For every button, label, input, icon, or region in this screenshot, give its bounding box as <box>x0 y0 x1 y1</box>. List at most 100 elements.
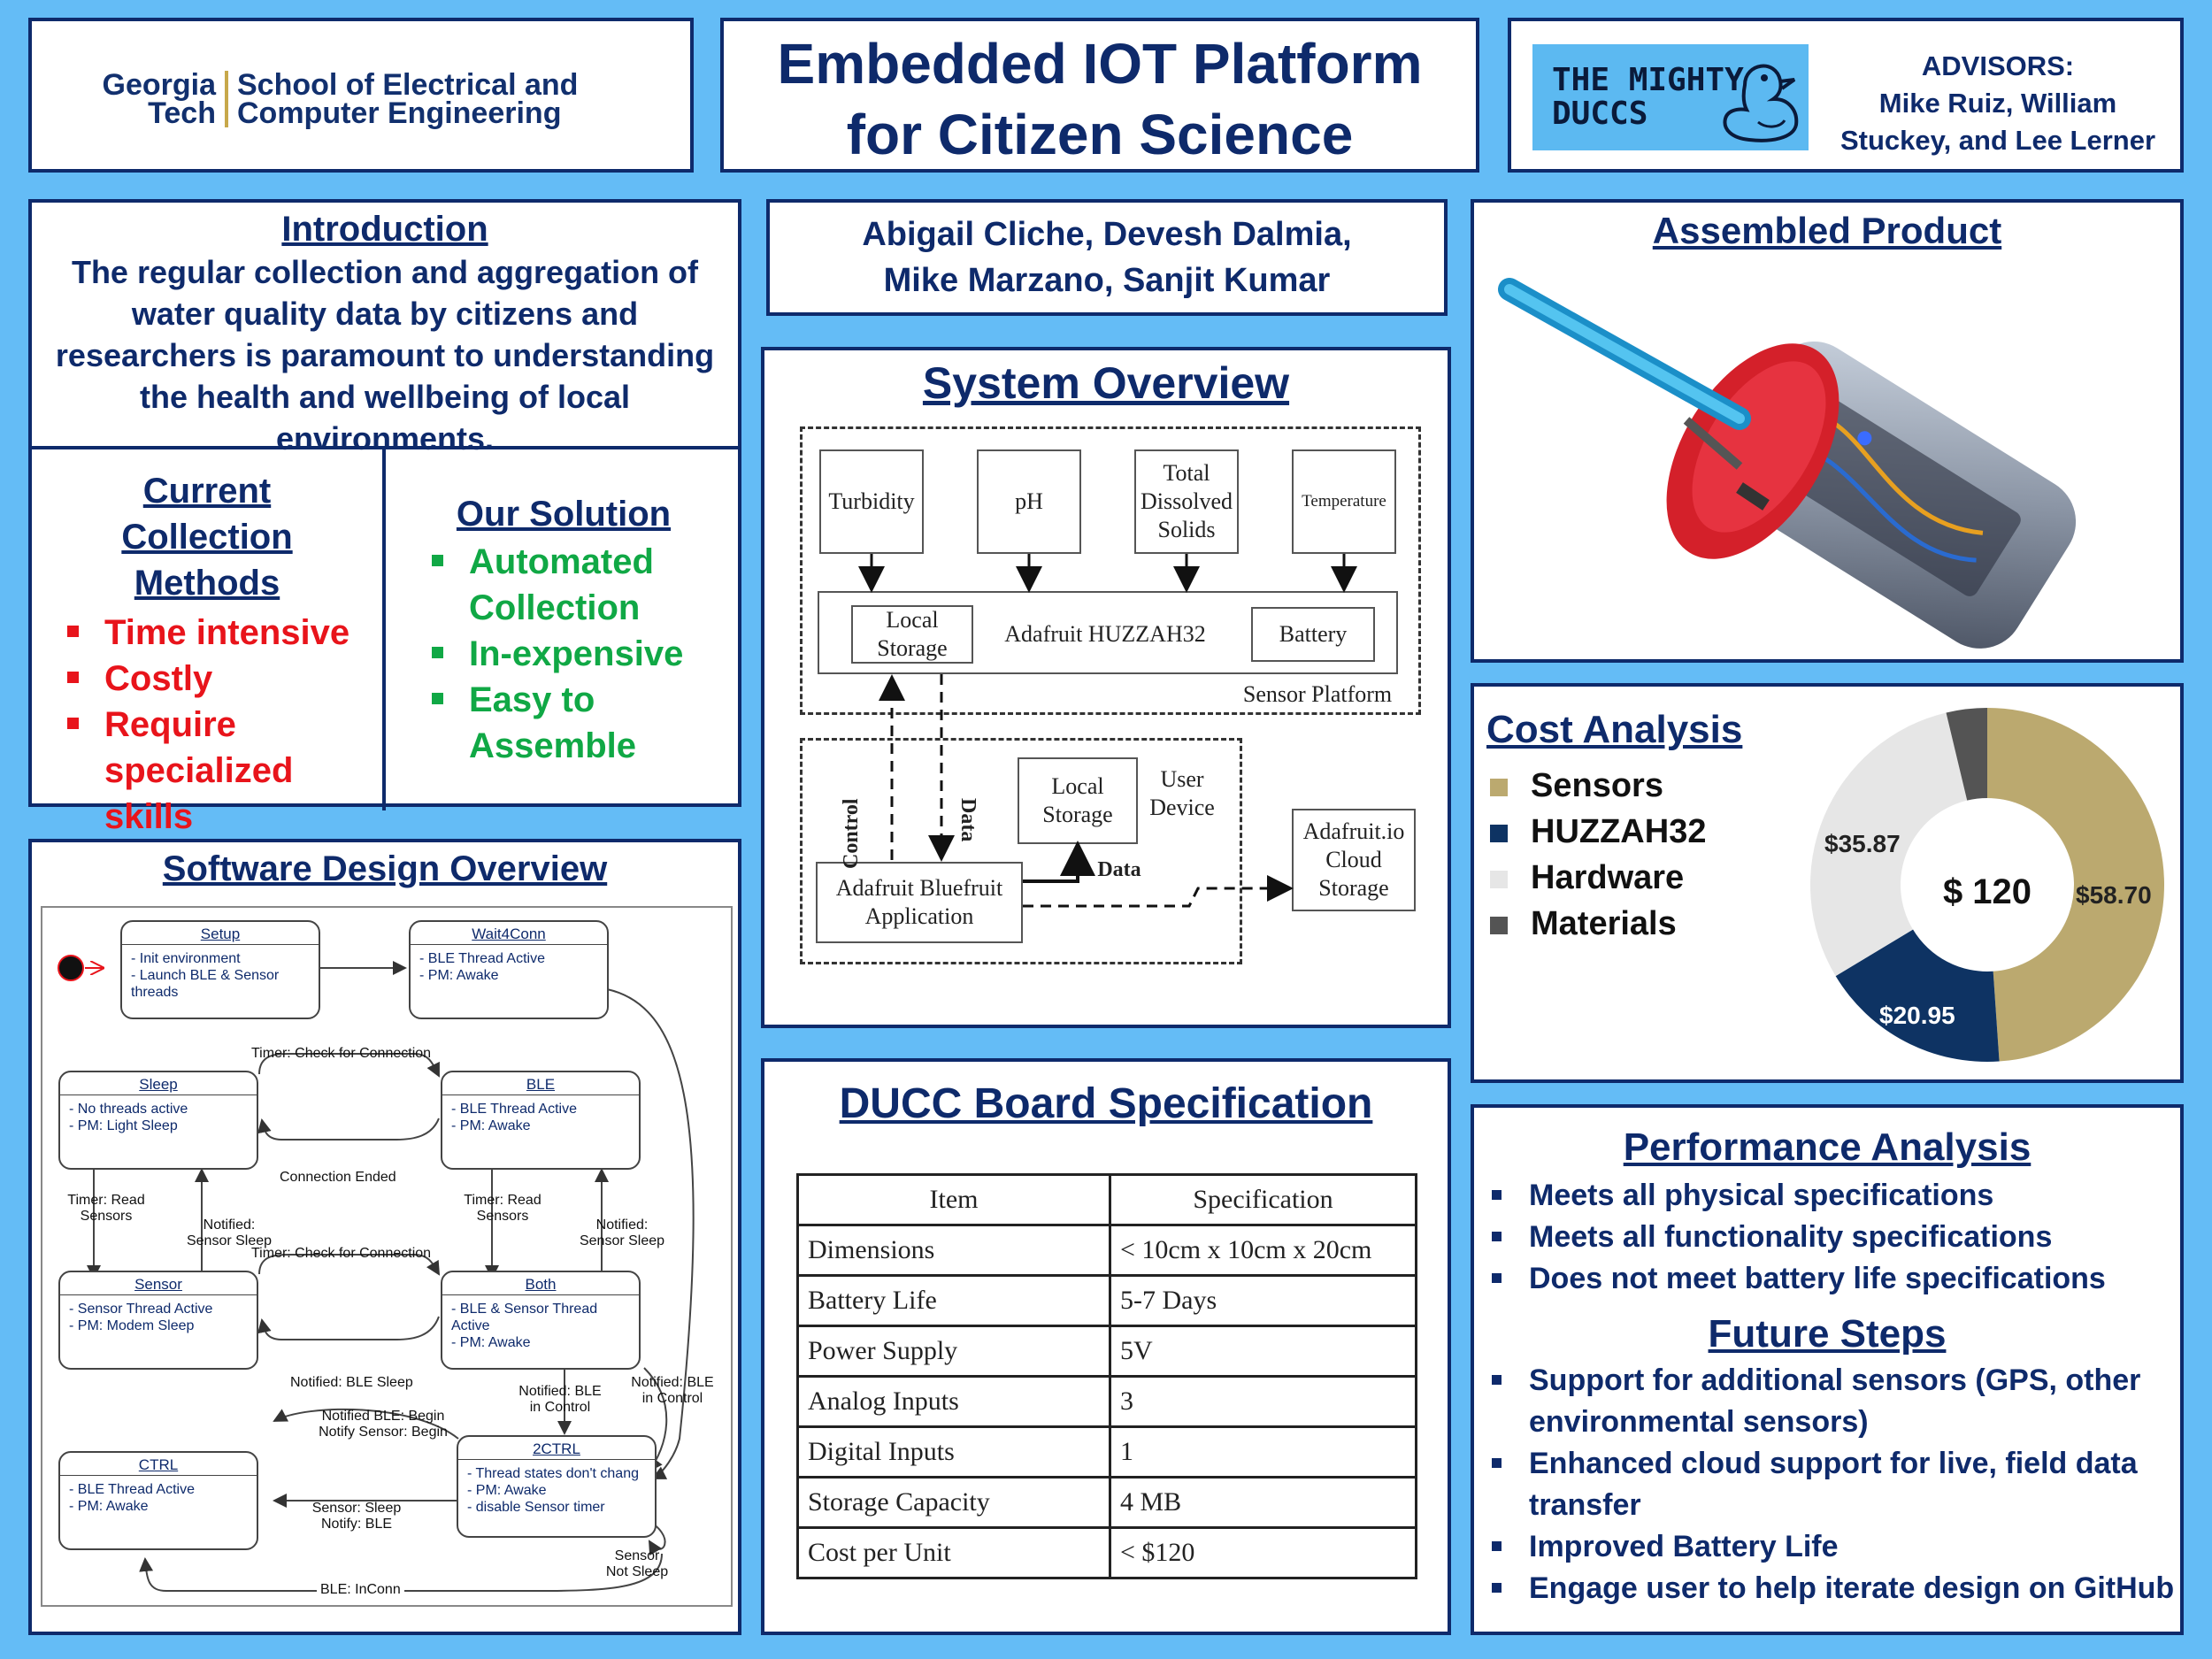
table-cell: 3 <box>1109 1375 1417 1428</box>
turbidity-sensor: Turbidity <box>819 449 924 554</box>
software-heading: Software Design Overview <box>162 849 608 888</box>
legend-item: Hardware <box>1490 855 1706 901</box>
label-huzzah: $20.95 <box>1879 1002 1955 1029</box>
table-header-cell: Item <box>796 1173 1111 1226</box>
state-both: Both - BLE & Sensor Thread Active - PM: … <box>441 1271 641 1370</box>
state-desc: - BLE Thread Active - PM: Awake <box>69 1482 195 1514</box>
poster-title: Embedded IOT Platform for Citizen Scienc… <box>724 21 1476 170</box>
title-line-2: for Citizen Science <box>846 103 1354 166</box>
state-title: Setup <box>122 922 319 945</box>
table-cell: Digital Inputs <box>796 1425 1111 1479</box>
legend-swatch <box>1490 779 1508 796</box>
label-ble-inconn: BLE: InConn <box>317 1582 404 1598</box>
state-title: Both <box>442 1272 639 1295</box>
table-cell: 5-7 Days <box>1109 1274 1417 1327</box>
table-cell: 1 <box>1109 1425 1417 1479</box>
start-node-icon <box>58 955 84 981</box>
label-connection-ended: Connection Ended <box>280 1170 396 1185</box>
device-local-storage: Local Storage <box>1018 757 1138 844</box>
advisors-line-1: Mike Ruiz, William <box>1878 88 2117 119</box>
future-heading: Future Steps <box>1708 1312 1947 1356</box>
state-arrows <box>58 955 695 1592</box>
cost-total: $ 120 <box>1942 872 2032 911</box>
assembled-heading: Assembled Product <box>1652 210 2002 251</box>
battery: Battery <box>1251 607 1375 662</box>
label-notified-ble-control-1: Notified: BLE in Control <box>518 1384 602 1415</box>
label-notified-sleep-2: Notified: Sensor Sleep <box>579 1217 665 1248</box>
legend-swatch <box>1490 825 1508 842</box>
cost-heading: Cost Analysis <box>1486 708 1743 751</box>
label-notified-ble-sleep: Notified: BLE Sleep <box>290 1375 413 1390</box>
data-label: Data <box>1097 858 1141 881</box>
table-cell: Cost per Unit <box>796 1526 1111 1579</box>
state-desc: - Init environment - Launch BLE & Sensor… <box>131 951 280 1000</box>
mcu-local-storage: Local Storage <box>851 605 973 664</box>
state-title: Sensor <box>60 1272 257 1295</box>
tds-sensor: Total Dissolved Solids <box>1134 449 1239 554</box>
authors-panel: Abigail Cliche, Devesh Dalmia, Mike Marz… <box>766 199 1448 316</box>
system-overview-panel: System Overview Turbidity pH Total Disso… <box>761 347 1451 1028</box>
assembled-panel: Assembled Product <box>1471 199 2184 663</box>
table-cell: Analog Inputs <box>796 1375 1111 1428</box>
state-title: Wait4Conn <box>411 922 607 945</box>
cost-legend: Sensors HUZZAH32 Hardware Materials <box>1490 763 1706 947</box>
logo-panel: Georgia School of Electrical and Tech Co… <box>28 18 694 173</box>
label-timer-read-1: Timer: Read Sensors <box>67 1193 145 1224</box>
performance-heading: Performance Analysis <box>1623 1125 2032 1169</box>
cloud-storage: Adafruit.io Cloud Storage <box>1292 809 1416 911</box>
spec-heading: DUCC Board Specification <box>839 1080 1373 1127</box>
list-item: Engage user to help iterate design on Gi… <box>1481 1568 2180 1609</box>
control-label: Control <box>840 798 863 869</box>
label-sensor-not-sleep: Sensor Not Sleep <box>605 1548 669 1579</box>
gt-logo-tech: Tech <box>148 96 216 130</box>
authors-text: Abigail Cliche, Devesh Dalmia, Mike Marz… <box>770 203 1444 303</box>
introduction-text: The regular collection and aggregation o… <box>55 254 715 457</box>
spec-panel: DUCC Board Specification Item Specificat… <box>761 1058 1451 1635</box>
mcu-label: Adafruit HUZZAH32 <box>986 612 1225 657</box>
our-solution-heading: Our Solution <box>456 495 672 534</box>
gt-logo: Georgia School of Electrical and Tech Co… <box>74 68 579 130</box>
introduction-heading: Introduction <box>281 210 488 249</box>
label-sensors: $58.70 <box>2076 881 2152 909</box>
advisors-heading: ADVISORS: <box>1921 50 2075 81</box>
legend-item: HUZZAH32 <box>1490 809 1706 855</box>
gt-logo-georgia: Georgia <box>102 68 216 102</box>
donut-slice-huzzah32 <box>1835 929 2000 1062</box>
list-item: Meets all physical specifications <box>1481 1175 2180 1217</box>
table-header-row: Item Specification <box>796 1173 1417 1226</box>
list-item: Easy to Assemble <box>421 677 646 769</box>
authors-line-2: Mike Marzano, Sanjit Kumar <box>883 262 1331 299</box>
current-methods-heading: Current Collection Methods <box>121 472 293 603</box>
table-row: Cost per Unit< $120 <box>796 1526 1417 1579</box>
donut-slice-sensors <box>1987 708 2164 1062</box>
current-methods-list: Time intensive Costly Require specialize… <box>32 610 382 840</box>
table-cell: Storage Capacity <box>796 1476 1111 1529</box>
label-sensor-sleep-notify: Sensor: Sleep Notify: BLE <box>311 1501 402 1532</box>
user-device-label: User Device <box>1147 763 1217 825</box>
our-solution-list: Automated Collection In-expensive Easy t… <box>386 539 741 769</box>
section-divider-vertical <box>382 446 386 810</box>
cost-panel: Cost Analysis Sensors HUZZAH32 Hardware … <box>1471 683 2184 1083</box>
state-desc: - No threads active - PM: Light Sleep <box>69 1102 188 1133</box>
list-item: Costly <box>57 656 382 702</box>
current-methods: Current Collection Methods Time intensiv… <box>32 468 382 840</box>
label-timer-read-2: Timer: Read Sensors <box>464 1193 541 1224</box>
label-timer-check-1: Timer: Check for Connection <box>251 1046 432 1061</box>
product-image <box>1498 278 2077 649</box>
table-cell: 5V <box>1109 1325 1417 1378</box>
state-desc: - Thread states don't chang - PM: Awake … <box>467 1466 639 1515</box>
label-hardware: $35.87 <box>1824 830 1901 857</box>
list-item: Support for additional sensors (GPS, oth… <box>1481 1360 2180 1443</box>
team-logo-line-1: THE MIGHTY <box>1552 62 1744 98</box>
legend-swatch <box>1490 871 1508 888</box>
label-timer-check-2: Timer: Check for Connection <box>251 1246 432 1261</box>
state-2ctrl: 2CTRL - Thread states don't chang - PM: … <box>457 1435 657 1538</box>
title-panel: Embedded IOT Platform for Citizen Scienc… <box>720 18 1479 173</box>
state-title: BLE <box>442 1072 639 1095</box>
temperature-sensor: Temperature <box>1292 449 1396 554</box>
gt-logo-ece: Computer Engineering <box>237 96 562 130</box>
list-item: Automated Collection <box>421 539 699 631</box>
list-item: Enhanced cloud support for live, field d… <box>1481 1443 2180 1526</box>
authors-line-1: Abigail Cliche, Devesh Dalmia, <box>862 216 1352 253</box>
